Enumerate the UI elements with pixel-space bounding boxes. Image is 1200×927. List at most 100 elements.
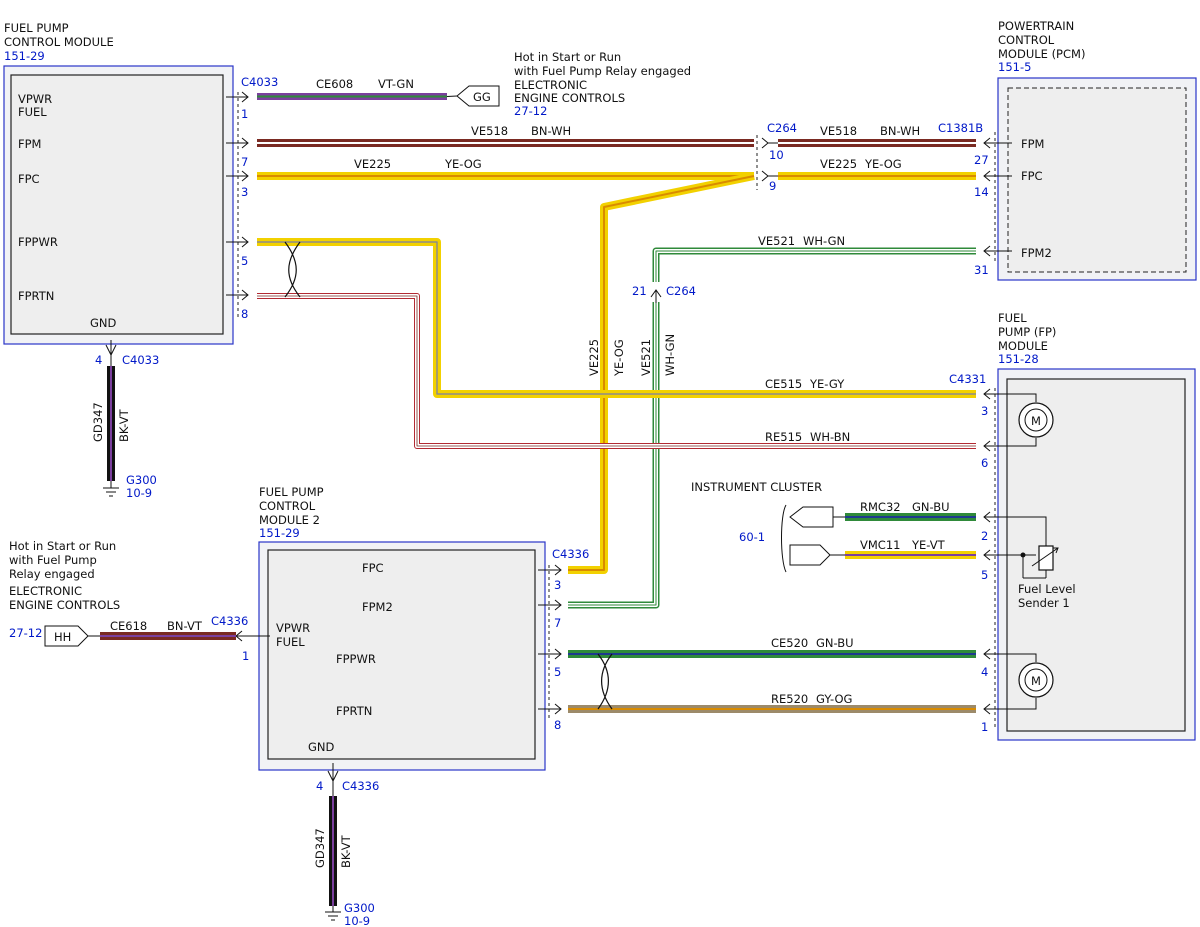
c264-arrow-2 [761,170,778,182]
left-power-note: Hot in Start or Run with Fuel Pump Relay… [9,539,236,647]
wire-ce608: CE608 VT-GN [257,77,458,100]
fp-pin-6: 6 [981,456,988,470]
re520-stripe [568,708,976,710]
twisted-pair-marker-1 [284,241,301,298]
fpcm2-pin-3: 3 [554,578,561,592]
pcm-ref: 151-5 [998,60,1031,74]
fpcm-pin-fppwr: FPPWR [18,235,58,249]
left-note-ref: 27-12 [9,626,42,640]
fpcm-pin-num-8: 8 [241,307,248,321]
re515-circuit: RE515 [765,430,802,444]
vmc11-stripe [845,554,976,556]
fpcm-title-1: FUEL PUMP [4,21,69,35]
fp-pin-2: 2 [981,529,988,543]
fpcm2-pin-fppwr: FPPWR [336,652,376,666]
ground-symbol-2 [325,911,341,921]
top-note-line-4: ENGINE CONTROLS [514,91,625,105]
gd347-label-2: GD347 [313,828,327,868]
ve225-vert-circuit: VE225 [587,339,601,376]
sender-label-1: Fuel Level [1018,582,1076,596]
fuel-pump-module: FUEL PUMP (FP) MODULE 151-28 C4331 3 6 2… [949,311,1196,741]
fpcm-title-2: CONTROL MODULE [4,35,114,49]
gnd1-pin-num: 4 [95,353,102,367]
fpcm2-pin-fpm2: FPM2 [362,600,393,614]
fp-title-2: PUMP (FP) [998,325,1056,339]
g300-name-2: G300 [344,901,375,915]
ce618-color: BN-VT [167,619,203,633]
fuel-pump-motor-1-inner [1024,408,1048,432]
fpcm2-arrow-7 [538,599,562,611]
gd347-circuit-2: GD347 [313,828,327,868]
fpcm-pin-fpm: FPM [18,137,41,151]
fuel-pump-control-module: FUEL PUMP CONTROL MODULE 151-29 VPWR FUE… [3,21,278,345]
gd347-color-label-2: BK-VT [339,834,353,868]
fpcm2-pin-gnd: GND [308,740,335,754]
c264-top-connector: C264 10 9 [756,121,797,193]
fp-title-1: FUEL [998,311,1027,325]
top-power-note: Hot in Start or Run with Fuel Pump Relay… [456,50,691,118]
fp-arrow-4 [983,648,1037,662]
c264-mid-pin: 21 [632,284,647,298]
ve225-right-color: YE-OG [864,157,902,171]
fuel-pump-control-module-2: FUEL PUMP CONTROL MODULE 2 151-29 FPC FP… [211,485,589,771]
gg-tag-label: GG [473,90,491,104]
ce520-color: GN-BU [816,636,854,650]
c264-mid-arrow [650,289,662,303]
fpcm-pin-fpc: FPC [18,172,40,186]
pcm-title-3: MODULE (PCM) [998,47,1085,61]
ve521-top-circuit: VE521 [758,234,795,248]
pcm-title-1: POWERTRAIN [998,19,1074,33]
motor-1-symbol: M [1031,414,1041,428]
left-note-line-4: ELECTRONIC [9,584,82,598]
fp-pin-4: 4 [981,665,988,679]
ve225-branch-wire [600,172,755,570]
fpcm-pin-fprtn: FPRTN [18,289,54,303]
ve225-right-circuit: VE225 [820,157,857,171]
ce608-color: VT-GN [378,77,414,91]
gd347-label-1: GD347 [91,402,105,442]
fpcm2-pin-7: 7 [554,616,561,630]
gd347-wire-2-stripe [332,796,334,906]
fpcm2-arrow-3 [538,564,562,576]
ce515-circuit: CE515 [765,377,802,391]
fpcm-pin-arrow [226,236,249,248]
gd347-circuit-1: GD347 [91,402,105,442]
ve518-right-stripe [778,142,976,144]
fp-title-3: MODULE [998,339,1048,353]
wire-ce520: CE520 GN-BU [568,636,976,658]
fpcm-ref: 151-29 [4,49,45,63]
c264-pin-10: 10 [769,148,784,162]
ve225-right-stripe [778,175,976,177]
pcm-pin-fpm2: FPM2 [1021,246,1052,260]
twisted-pair-marker-2 [597,653,613,710]
fpcm2-pin-vpwr: VPWR [276,621,310,635]
fpcm-pin-gnd: GND [90,316,117,330]
fpcm-pin-num-1: 1 [241,107,248,121]
ground-circuit-1: 4 C4033 GD347 BK-VT G300 10-9 [91,340,159,500]
pcm-arrow-1 [983,137,1012,149]
hh-connector-tag [44,625,89,647]
ce618-circuit: CE618 [110,619,147,633]
vmc11-color: YE-VT [911,538,946,552]
ve521-vert-color-label: WH-GN [663,334,677,376]
ic-bracket [781,504,787,573]
fpcm2-pin-fpc: FPC [362,561,384,575]
c264-pin-9: 9 [769,179,776,193]
c264-mid-label: C264 [666,284,696,298]
gg-connector-tag [456,85,500,107]
ce618-stripe [100,635,236,637]
wire-ve518: VE518 BN-WH VE518 BN-WH [257,124,976,147]
gnd2-connector: C4336 [342,779,379,793]
ce515-stripe [257,241,976,395]
top-note-line-3: ELECTRONIC [514,78,587,92]
fpcm-pin-fuel: FUEL [18,105,47,119]
ve521-stripe [568,250,976,606]
fpcm-pin-arrow [226,91,249,103]
ce608-stripe [257,95,447,98]
fpcm2-connector-c4336-left: C4336 [211,614,248,628]
gnd2-pin-num: 4 [316,779,323,793]
ground-symbol-1 [103,487,119,497]
ic-connector-rmc32 [789,506,834,528]
fpcm2-pin-fprtn: FPRTN [336,704,372,718]
pcm-pin-31: 31 [974,263,989,277]
